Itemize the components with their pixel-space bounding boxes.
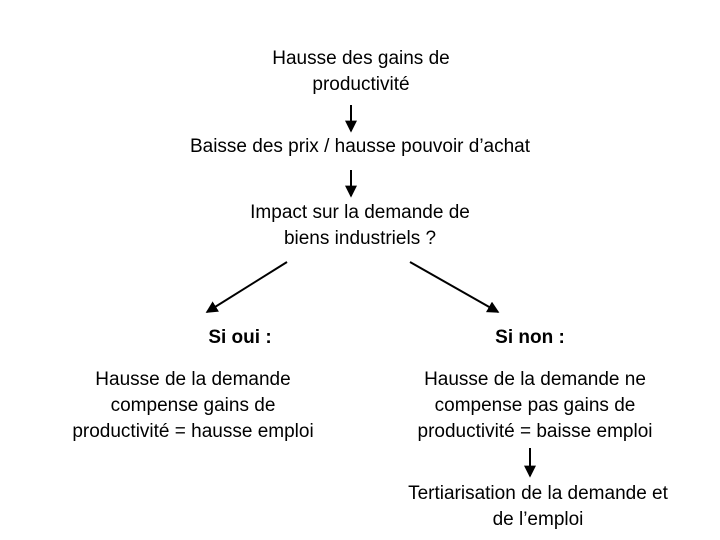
node-hausse-gains-productivite: Hausse des gains de productivité — [272, 48, 450, 95]
node-hausse-demande-compense-hausse-emploi: Hausse de la demande compense gains de p… — [72, 369, 314, 442]
node-impact-demande-biens-industriels: Impact sur la demande de biens industrie… — [250, 202, 470, 249]
node-tertiarisation-demande-emploi: Tertiarisation de la demande et de l’emp… — [408, 483, 668, 530]
node-hausse-demande-ne-compense-pas-baisse-emploi: Hausse de la demande ne compense pas gai… — [417, 369, 653, 442]
arrow-impact-to-si-non — [409, 261, 500, 313]
node-baisse-prix-hausse-pouvoir-achat: Baisse des prix / hausse pouvoir d’achat — [189, 136, 531, 157]
arrow-impact-to-si-oui — [205, 261, 288, 313]
node-si-oui-label: Si oui : — [208, 327, 272, 348]
node-si-non-label: Si non : — [495, 327, 565, 348]
